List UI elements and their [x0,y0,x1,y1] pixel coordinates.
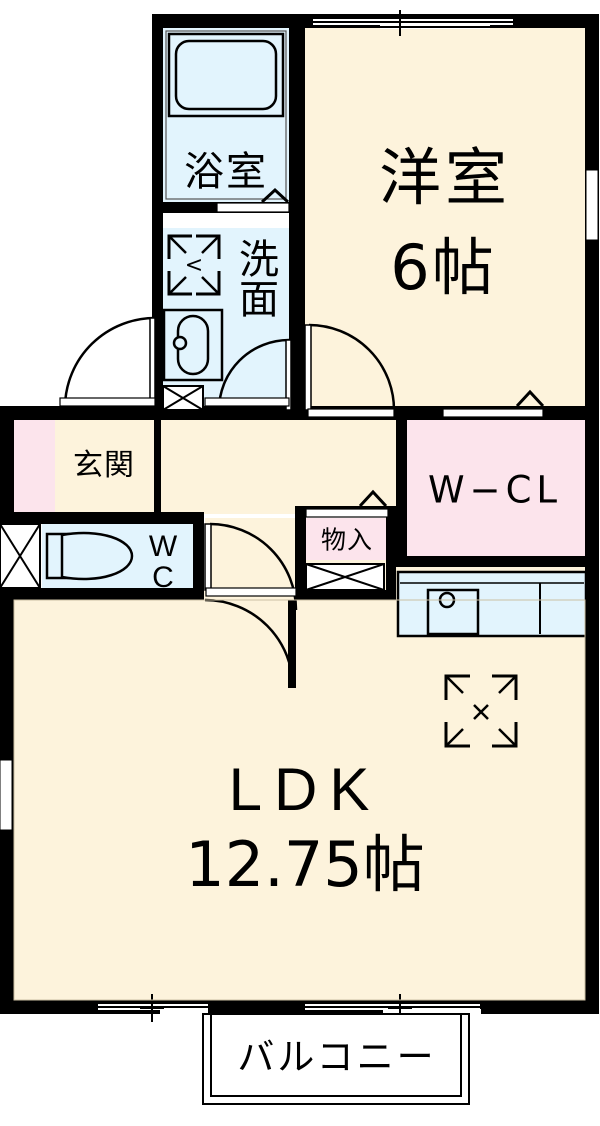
wall-wc-right [193,512,204,600]
wcl-door-folding-icon[interactable] [515,389,545,408]
ldk-hall-door-group [204,598,296,689]
room-fill-ldk [14,590,585,1000]
bathroom-group [165,30,290,213]
wall-bath-bedroom [289,14,305,410]
monoire-group [305,489,389,591]
washing-machine-arrows [169,236,219,294]
wall-wc-bottom [14,588,204,600]
vent-monoire-icon [305,563,385,591]
room-fill-tataki [14,420,55,514]
entrance-door-arc[interactable] [63,316,156,407]
bedroom-window-east-icon [585,169,599,241]
refrigerator-center-x [473,704,489,720]
room-outlines [13,599,586,1001]
wc-door-leaf[interactable] [204,523,212,591]
wall-wcl-left [396,406,407,564]
room-label-bedroom: 洋室 [378,141,512,214]
toilet-bowl [60,531,134,581]
room-fill-genkan [55,420,154,514]
kitchen-sink-basin [426,588,480,636]
wall-left-upper [152,14,163,410]
wall-wc-top [14,512,204,524]
wall-wcl-bottom [396,556,585,567]
vanity-faucet-icon [172,335,188,351]
refrigerator-arrows [446,676,516,746]
room-label-balcony: バルコニー [237,1035,437,1079]
bedroom-door-threshold[interactable] [307,408,395,418]
washing-machine-placement-icon [167,234,221,296]
bathtub-inner [174,39,278,111]
wc-door-threshold[interactable] [205,587,297,597]
room-fill-monoire [305,518,389,562]
room-label-ldk-size: 12.75帖 [185,828,425,901]
wall-left-lower [0,406,14,1014]
kitchen-group [396,570,588,748]
wc-group [0,522,298,611]
ldk-hall-door-leaf[interactable] [288,600,296,688]
wcl-door-panel[interactable] [442,408,544,418]
bedroom-group [304,10,599,418]
bathroom-outline [165,30,287,200]
room-fill-wcl [405,420,585,562]
bedroom-door-arc[interactable] [308,323,396,411]
washroom-group: < [162,234,292,411]
wall-genkan-stub [154,420,161,515]
entrance-door-leaf[interactable] [149,317,156,407]
room-label-bathroom: 浴室 [184,149,268,195]
washroom-threshold [204,397,290,407]
room-label-wcl: W−CL [427,468,563,512]
wall-ldk-top-left [14,588,44,600]
wall-entry-top [0,406,160,420]
entrance-threshold[interactable] [59,397,156,407]
room-label-bedroom-size: 6帖 [390,231,496,304]
bedroom-window-north-icon [313,10,513,36]
wall-monoire-right [386,506,396,600]
washing-machine-center-mark: < [185,253,203,278]
room-label-wc-line2: C [152,561,174,594]
room-label-wc-line1: W [148,530,178,563]
wall-monoire-left [295,506,306,600]
entrance-group [59,316,156,407]
room-fill-bedroom [305,28,585,410]
vent-washroom-icon [162,385,204,411]
wall-monoire-bottom [295,590,396,600]
room-label-ldk: LDK [228,756,382,823]
washroom-door-arc[interactable] [217,338,290,411]
room-label-washroom: 洗面 [232,238,278,318]
ldk-window-west-icon [0,759,13,831]
bathroom-door-folding-icon[interactable] [260,187,290,204]
washroom-door-leaf[interactable] [285,339,292,411]
room-fill-hallway [160,420,398,514]
ldk-balcony-window-left-icon [98,994,208,1022]
bathroom-door-panel[interactable] [216,202,290,213]
room-label-genkan: 玄関 [73,448,135,483]
bedroom-door-leaf[interactable] [304,324,312,411]
ldk-windows [0,759,481,1022]
kitchen-counter-outline [396,570,588,638]
wall-right [585,14,599,1014]
balcony-group [202,1013,470,1105]
refrigerator-placement-icon [444,674,518,748]
balcony-inner [210,1013,462,1097]
vent-wc-icon [0,523,41,589]
monoire-door-folding-icon[interactable] [358,489,388,508]
room-label-monoire: 物入 [320,525,374,555]
monoire-door-panel[interactable] [305,508,389,518]
wall-bottom [0,1000,599,1014]
